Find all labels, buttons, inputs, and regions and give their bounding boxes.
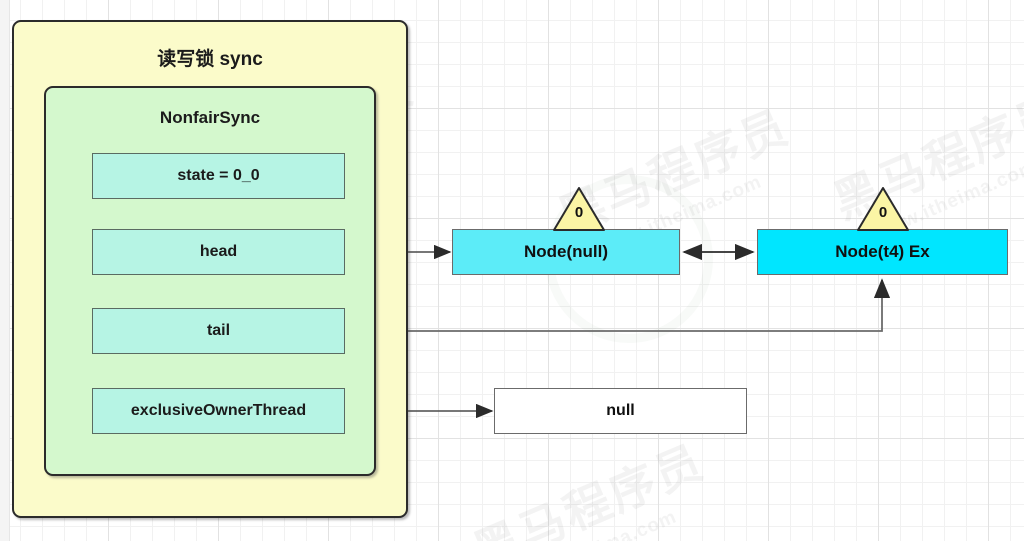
triangle-icon: [553, 187, 605, 231]
field-head[interactable]: head: [92, 229, 345, 275]
node-t4-exclusive[interactable]: Node(t4) Ex: [757, 229, 1008, 275]
waitstatus-badge-node-null: 0: [552, 186, 606, 232]
owner-value-label: null: [606, 402, 635, 419]
node-null[interactable]: Node(null): [452, 229, 680, 275]
field-state[interactable]: state = 0_0: [92, 153, 345, 199]
field-tail[interactable]: tail: [92, 308, 345, 354]
waitstatus-value: 0: [878, 204, 888, 221]
field-exclusive-owner-thread[interactable]: exclusiveOwnerThread: [92, 388, 345, 434]
owner-value-box[interactable]: null: [494, 388, 747, 434]
field-exclusive-owner-thread-label: exclusiveOwnerThread: [130, 402, 307, 419]
field-state-label: state = 0_0: [177, 167, 260, 184]
nonfairsync-title: NonfairSync: [159, 108, 261, 127]
node-null-label: Node(null): [523, 242, 609, 261]
left-ruler-strip: [0, 0, 10, 541]
field-head-label: head: [199, 243, 238, 260]
node-t4-label: Node(t4) Ex: [835, 242, 930, 261]
waitstatus-badge-node-t4: 0: [856, 186, 910, 232]
waitstatus-value: 0: [574, 204, 584, 221]
page-title: 读写锁 sync: [157, 49, 263, 70]
triangle-icon: [857, 187, 909, 231]
field-tail-label: tail: [206, 322, 231, 339]
wire-tail-to-node-t4: [345, 278, 891, 332]
